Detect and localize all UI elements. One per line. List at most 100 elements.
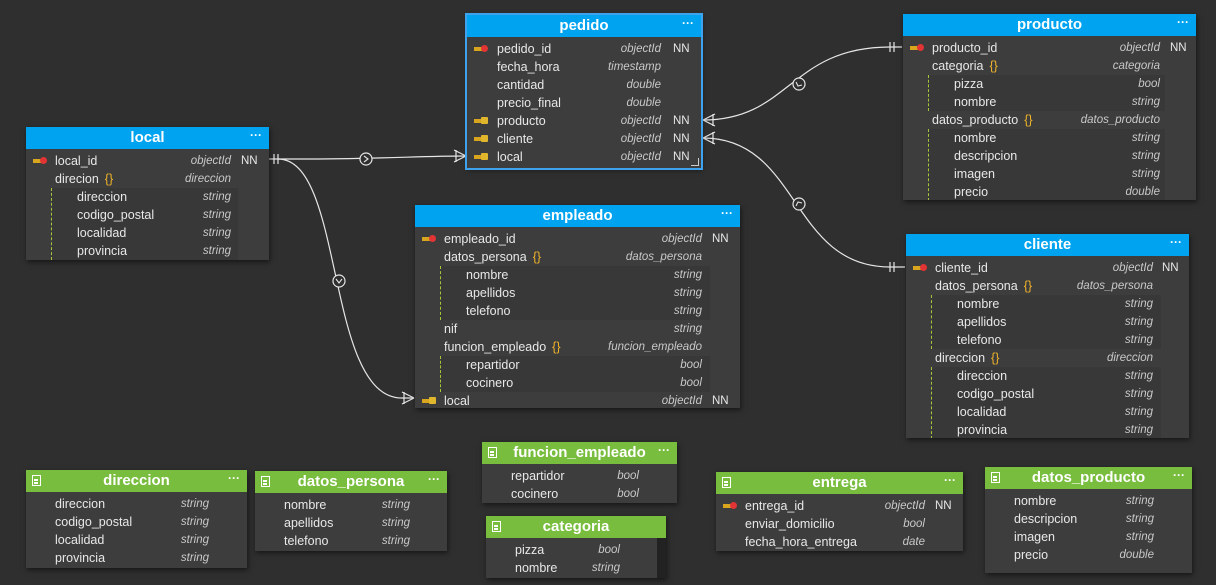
more-options-icon[interactable]: ··· (1170, 235, 1182, 249)
more-options-icon[interactable]: ··· (682, 16, 694, 30)
entity-header[interactable]: producto··· (903, 14, 1196, 36)
entity-header[interactable]: local··· (26, 127, 269, 149)
field-name: nombre (954, 131, 997, 145)
resize-handle-icon[interactable] (691, 158, 699, 166)
more-options-icon[interactable]: ··· (428, 472, 440, 486)
entity-header[interactable]: datos_producto··· (985, 467, 1192, 489)
field-row[interactable]: datos_persona{}datos_persona (906, 277, 1189, 295)
primary-key-icon (422, 235, 436, 243)
more-options-icon[interactable]: ··· (944, 473, 956, 487)
entity-header[interactable]: entrega··· (716, 472, 963, 494)
entity-header[interactable]: datos_persona··· (255, 471, 447, 493)
field-row[interactable]: categoria{}categoria (903, 57, 1196, 75)
field-row[interactable]: direccion{}direccion (906, 349, 1189, 367)
more-options-icon[interactable]: ··· (1177, 15, 1189, 29)
entity-header[interactable]: funcion_empleado··· (482, 442, 677, 464)
entity-header[interactable]: cliente··· (906, 234, 1189, 256)
more-options-icon[interactable]: ··· (658, 443, 670, 457)
field-type: string (591, 562, 620, 574)
field-row[interactable]: datos_persona{}datos_persona (415, 248, 740, 266)
more-options-icon[interactable]: ··· (228, 471, 240, 485)
more-options-icon[interactable]: ··· (721, 206, 733, 220)
scrollbar[interactable] (657, 538, 666, 578)
field-row[interactable]: direcion{}direccion (26, 170, 269, 188)
field-type: string (1125, 531, 1154, 543)
entity-header[interactable]: empleado··· (415, 205, 740, 227)
field-row[interactable]: funcion_empleado{}funcion_empleado (415, 338, 740, 356)
entity-header[interactable]: direccion··· (26, 470, 247, 492)
more-options-icon[interactable]: ··· (1173, 468, 1185, 482)
document-icon (488, 447, 497, 458)
field-row[interactable]: datos_producto{}datos_producto (903, 111, 1196, 129)
entity-header[interactable]: categoria (486, 516, 666, 538)
more-options-icon[interactable]: ··· (250, 128, 262, 142)
entity-header[interactable]: pedido··· (467, 15, 701, 37)
